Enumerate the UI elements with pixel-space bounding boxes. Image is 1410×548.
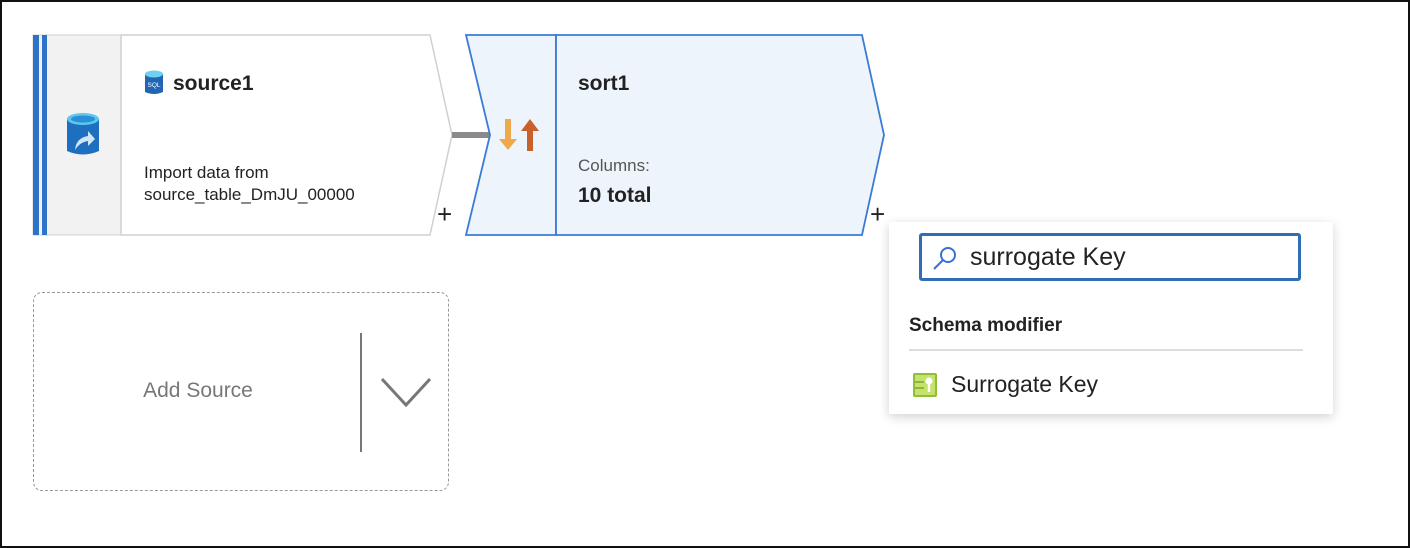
- surrogate-key-icon: [913, 373, 937, 397]
- search-input[interactable]: [970, 242, 1280, 272]
- sql-icon: SQL: [145, 70, 163, 94]
- add-source-box[interactable]: Add Source: [33, 292, 449, 491]
- add-source-label: Add Source: [143, 379, 253, 402]
- add-transform-button[interactable]: +: [437, 199, 453, 229]
- search-icon: [933, 247, 956, 270]
- connector-line: [452, 132, 492, 138]
- columns-value: 10 total: [578, 184, 652, 207]
- svg-text:SQL: SQL: [147, 82, 160, 89]
- sort-icon: [499, 119, 539, 151]
- search-box[interactable]: [919, 233, 1301, 281]
- source-node-description: Import data from source_table_DmJU_00000: [144, 162, 355, 206]
- source-node-shape: [32, 34, 453, 236]
- source-node-title: source1: [173, 72, 254, 95]
- sort-node-title: sort1: [578, 72, 630, 95]
- add-transform-button[interactable]: +: [870, 199, 886, 229]
- divider: [360, 333, 362, 452]
- transform-search-dropdown: Schema modifier Surrogate Key: [889, 222, 1333, 414]
- section-header: Schema modifier: [909, 315, 1063, 336]
- description-line: Import data from: [144, 163, 269, 182]
- sort-node-shape: [464, 34, 885, 236]
- chevron-down-icon[interactable]: [380, 377, 432, 409]
- description-line: source_table_DmJU_00000: [144, 185, 355, 204]
- database-source-icon: [67, 113, 99, 155]
- list-item-surrogate-key[interactable]: Surrogate Key: [909, 368, 1303, 402]
- divider: [909, 349, 1303, 351]
- columns-label: Columns:: [578, 156, 650, 175]
- list-item-label: Surrogate Key: [951, 371, 1099, 397]
